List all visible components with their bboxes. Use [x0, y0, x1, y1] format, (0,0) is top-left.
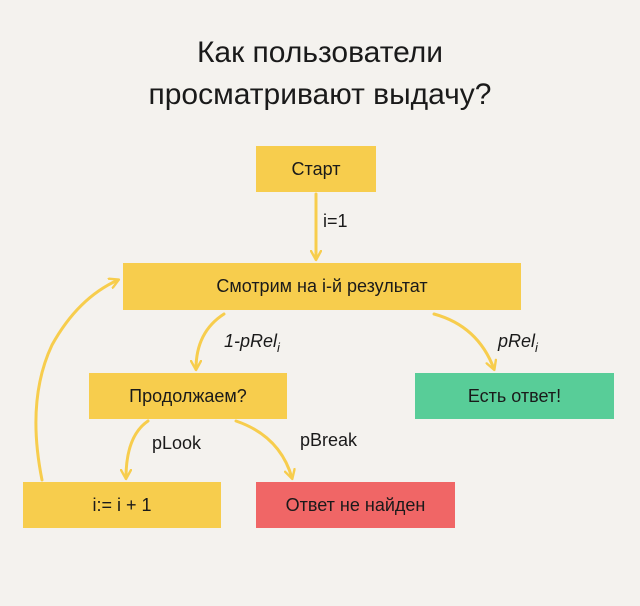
edge-label-relevant-sub: i: [535, 340, 538, 355]
edge-label-break: pBreak: [300, 430, 358, 450]
node-increment-label: i:= i + 1: [92, 494, 152, 515]
node-increment: i:= i + 1: [23, 482, 221, 528]
edge-label-not-relevant-base: 1-pRel: [224, 331, 278, 351]
title-line-2: просматривают выдачу?: [148, 78, 492, 111]
title-line-1: Как пользователи: [196, 36, 444, 69]
edge-label-init: i=1: [323, 211, 348, 231]
arrow-continue-to-notfound: [234, 419, 292, 478]
node-answer-found: Есть ответ!: [415, 373, 614, 419]
edge-label-look: pLook: [152, 433, 202, 453]
node-look-label: Смотрим на i-й результат: [216, 276, 428, 296]
node-not-found-label: Ответ не найден: [285, 494, 426, 515]
node-continue-label: Продолжаем?: [129, 385, 247, 406]
node-start: Старт: [256, 146, 376, 192]
node-answer-label: Есть ответ!: [467, 385, 562, 406]
edge-label-not-relevant-sub: i: [277, 340, 280, 355]
arrow-next-to-look: [34, 280, 118, 482]
edge-label-relevant: pReli: [498, 331, 538, 355]
diagram-title: Как пользователи просматривают выдачу?: [0, 32, 640, 116]
edge-label-relevant-base: pRel: [498, 331, 536, 351]
arrow-continue-to-next: [126, 419, 150, 478]
node-start-label: Старт: [291, 158, 341, 179]
arrow-look-to-continue: [196, 312, 226, 369]
edge-label-not-relevant: 1-pReli: [224, 331, 280, 355]
node-look-at-result: Смотрим на i-й результат: [123, 263, 521, 310]
node-not-found: Ответ не найден: [256, 482, 455, 528]
arrow-look-to-answer: [432, 312, 494, 369]
node-continue: Продолжаем?: [89, 373, 287, 419]
